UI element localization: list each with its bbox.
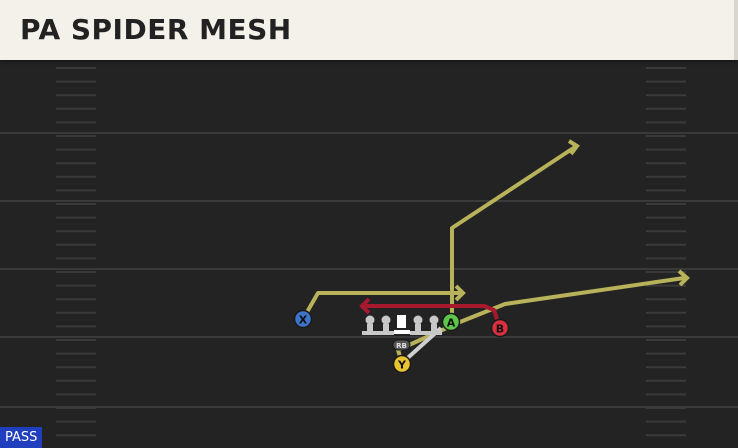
player-rb-label: RB [396,342,407,350]
player-a-icon[interactable]: A [441,312,461,332]
offensive-line [362,315,442,335]
route-y [396,276,685,364]
yard-lines [0,132,738,408]
player-b-icon[interactable]: B [490,318,510,338]
play-diagram: X A B Y RB [0,67,738,437]
title-bar: PA SPIDER MESH [0,0,738,60]
player-y-icon[interactable]: Y [392,354,412,374]
route-b [364,304,502,329]
player-a-label: A [447,317,456,330]
play-title: PA SPIDER MESH [20,13,292,46]
player-b-label: B [496,323,504,336]
route-b-arrowhead [359,297,371,315]
play-field: X A B Y RB [0,60,738,448]
player-y-label: Y [397,359,407,372]
route-x-arrowhead [454,284,466,302]
player-rb-icon[interactable]: RB [392,339,411,351]
lineman-icon [362,315,378,335]
lineman-icon [426,315,442,335]
center-icon [394,315,410,334]
route-a-arrowhead [567,139,580,156]
hash-marks-left [56,67,96,437]
player-x-icon[interactable]: X [293,309,313,329]
players: X A B Y RB [293,309,510,374]
route-x [301,291,460,320]
player-x-label: X [299,314,308,327]
play-type-badge: PASS [0,427,43,448]
lineman-icon [378,315,394,335]
hash-marks-right [646,67,686,437]
lineman-icon [410,315,426,335]
route-y-arrowhead [677,269,690,287]
